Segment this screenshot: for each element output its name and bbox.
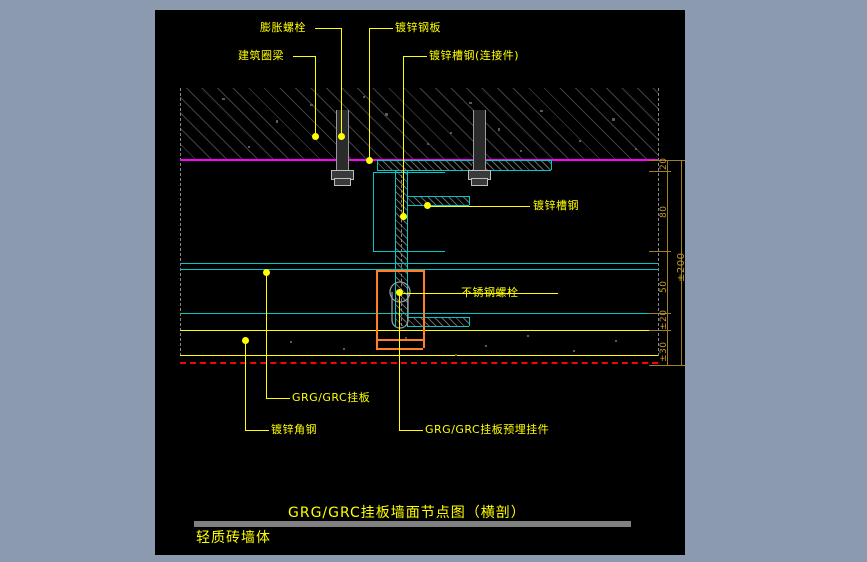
leader-grg-panel-h [266, 398, 290, 399]
label-stainless-bolt: 不锈钢螺栓 [461, 286, 519, 299]
galv-plate-end-left [377, 160, 378, 170]
channel-flange-upper-bottom [407, 205, 469, 206]
galv-plate-bottom-right [472, 170, 551, 171]
channel-connector-top [373, 172, 445, 173]
dim-extension-outer [681, 160, 682, 365]
dim-value-20: 20 [659, 157, 669, 170]
channel-flange-upper-top [407, 196, 469, 197]
expansion-bolt-washer-2 [471, 178, 488, 186]
leader-stainless-bolt [403, 293, 558, 294]
embed-bracket-top [376, 270, 423, 272]
drawing-title: GRG/GRC挂板墙面节点图（横剖） [288, 505, 526, 521]
dim-witness-0 [649, 160, 685, 161]
panel-line-yellow-1 [180, 330, 658, 331]
node-galv-channel-connector [400, 213, 407, 220]
leader-building-ring-beam-h [293, 56, 316, 57]
expansion-bolt-shaft-2 [473, 110, 486, 170]
panel-line-yellow-2 [180, 355, 658, 356]
channel-web-left-edge [395, 170, 396, 326]
dim-value-pm20: ±20 [659, 309, 669, 331]
label-galv-steel-plate: 镀锌钢板 [395, 21, 441, 34]
galv-plate-end-right [551, 160, 552, 170]
galv-plate-top-left [377, 160, 472, 161]
dim-witness-5 [649, 365, 685, 366]
dim-extension-inner [667, 160, 668, 365]
leader-expansion-bolt-h [315, 28, 342, 29]
leader-galv-channel-connector [403, 56, 404, 216]
cad-drawing-canvas: 20 80 50 ±20 ±30 ±200 膨胀螺栓 镀锌钢板 建筑圈梁 镀锌槽… [155, 10, 685, 555]
node-grg-panel [263, 269, 270, 276]
panel-line-cyan-1 [180, 263, 658, 264]
dim-value-pm30: ±30 [659, 341, 669, 363]
dim-witness-1 [649, 171, 671, 172]
leader-galv-plate-h [369, 28, 393, 29]
channel-flange-lower-top [407, 317, 469, 318]
wall-boundary-left [180, 88, 181, 356]
node-galv-channel [424, 202, 431, 209]
leader-galv-plate [369, 28, 370, 160]
label-grg-grc-panel: GRG/GRC挂板 [292, 391, 371, 404]
label-galv-angle-steel: 镀锌角钢 [271, 423, 317, 436]
channel-web-centerline [401, 170, 402, 326]
wall-boundary-right [658, 88, 659, 356]
label-expansion-bolt: 膨胀螺栓 [260, 21, 306, 34]
channel-web-right-edge [407, 170, 408, 326]
channel-flange-upper-end [469, 196, 470, 205]
channel-connector-bottom [373, 251, 445, 252]
leader-galv-angle [245, 340, 246, 430]
galv-plate-hatch-left [377, 160, 472, 170]
stainless-bolt-slot-icon [389, 281, 411, 329]
label-galv-channel-connector: 镀锌槽钢(连接件) [429, 49, 520, 62]
channel-flange-lower-end [469, 317, 470, 326]
leader-galv-angle-h [245, 430, 269, 431]
node-building-ring-beam [312, 133, 319, 140]
label-grg-grc-embedded: GRG/GRC挂板预埋挂件 [425, 423, 550, 436]
dim-value-50: 50 [659, 280, 669, 293]
node-galv-angle [242, 337, 249, 344]
panel-line-cyan-3 [180, 313, 658, 314]
channel-flange-upper-hatch [407, 196, 469, 205]
node-expansion-bolt [338, 133, 345, 140]
label-galv-channel: 镀锌槽钢 [533, 199, 579, 212]
expansion-bolt-washer-1 [334, 178, 351, 186]
dim-witness-4 [649, 330, 671, 331]
dim-witness-2 [649, 251, 671, 252]
embed-bracket-right [423, 270, 425, 348]
node-galv-plate [366, 157, 373, 164]
label-building-ring-beam: 建筑圈梁 [238, 49, 284, 62]
leader-building-ring-beam [315, 56, 316, 136]
dim-witness-3 [649, 313, 671, 314]
leader-expansion-bolt [341, 28, 342, 136]
node-stainless-bolt [396, 289, 403, 296]
leader-galv-channel [427, 206, 530, 207]
expansion-bolt-shaft-1 [336, 110, 349, 170]
wall-note-label: 轻质砖墙体 [196, 530, 271, 546]
dim-value-80: 80 [659, 205, 669, 218]
concrete-ring-beam-hatch [180, 88, 658, 160]
dim-value-total: ±200 [676, 252, 685, 282]
galv-plate-bottom-left [377, 170, 472, 171]
galv-plate-hatch-right [472, 160, 551, 170]
leader-grg-embedded [399, 295, 400, 430]
panel-line-cyan-2 [180, 269, 658, 270]
leader-grg-panel [266, 272, 267, 398]
leader-grg-embedded-h [399, 430, 423, 431]
wall-section-gray-bar [194, 521, 631, 527]
channel-flange-lower-bottom [407, 326, 469, 327]
embed-bracket-left [376, 270, 378, 348]
channel-flange-lower-hatch [407, 317, 469, 326]
galv-plate-top-right [472, 160, 551, 161]
channel-connector-left [373, 172, 374, 251]
leader-galv-channel-connector-h [403, 56, 427, 57]
panel-centerline-red [180, 362, 658, 364]
